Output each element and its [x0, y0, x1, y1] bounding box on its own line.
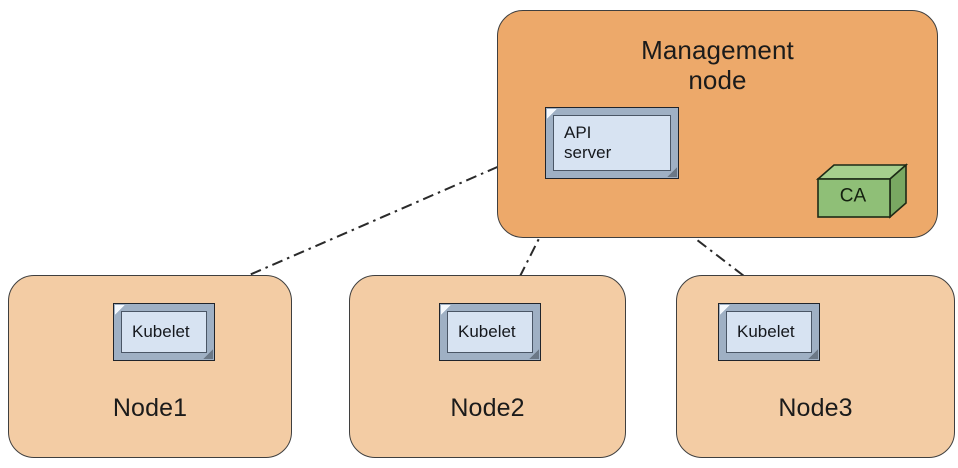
worker-node-label-2: Node2: [450, 394, 525, 422]
kubelet-box-face-3: Kubelet: [726, 311, 812, 353]
kubelet-label-3: Kubelet: [737, 322, 795, 341]
kubelet-box-face-1: Kubelet: [121, 311, 207, 353]
api-server-box-face: API server: [553, 115, 671, 171]
worker-node-label-3: Node3: [778, 394, 853, 422]
management-node-title-line1: Management: [641, 35, 794, 65]
kubelet-label-1: Kubelet: [132, 322, 190, 341]
api-server-label-line2: server: [564, 143, 612, 162]
api-server-box[interactable]: API server: [545, 107, 679, 179]
kubelet-box-2[interactable]: Kubelet: [439, 303, 541, 361]
management-node-title-line2: node: [688, 65, 747, 95]
api-server-label: API server: [554, 123, 611, 163]
management-node-title: Management node: [498, 35, 937, 95]
kubelet-box-3[interactable]: Kubelet: [718, 303, 820, 361]
ca-label: CA: [839, 185, 867, 207]
cuboid-icon: [815, 163, 909, 219]
api-server-label-line1: API: [564, 123, 592, 142]
kubelet-box-1[interactable]: Kubelet: [113, 303, 215, 361]
kubelet-box-face-2: Kubelet: [447, 311, 533, 353]
kubelet-label-2: Kubelet: [458, 322, 516, 341]
worker-node-label-1: Node1: [112, 394, 188, 422]
ca-cuboid[interactable]: CA: [815, 163, 909, 219]
